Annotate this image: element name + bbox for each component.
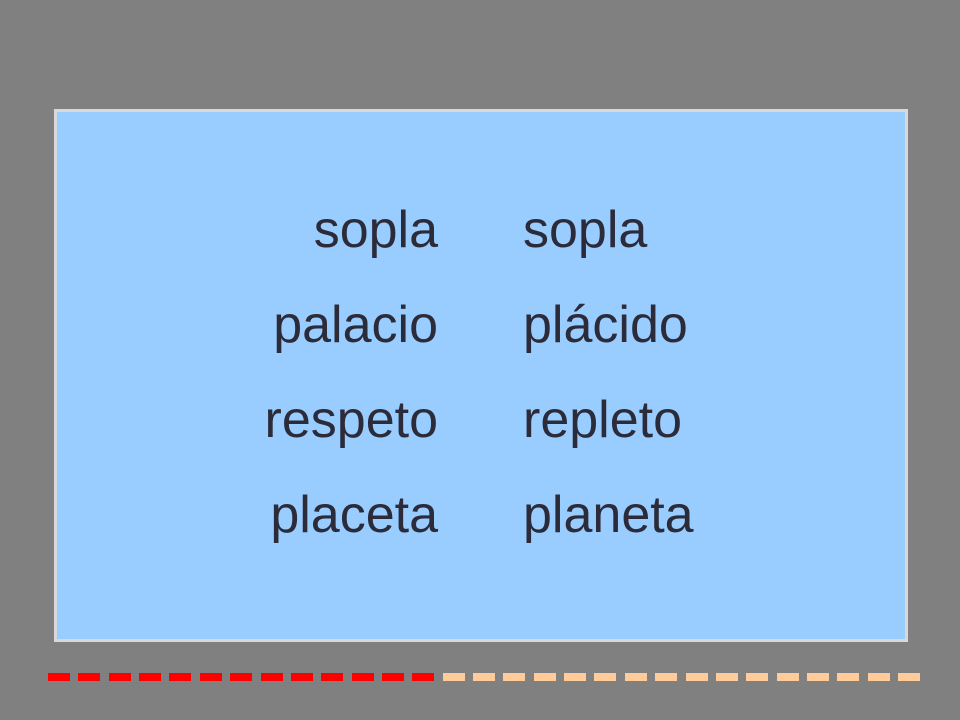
progress-dash-remaining — [776, 673, 799, 681]
progress-dash-completed — [108, 673, 131, 681]
progress-dash-remaining — [624, 673, 647, 681]
progress-dash-completed — [351, 673, 374, 681]
left-word-1: sopla — [313, 201, 438, 259]
progress-dash-remaining — [715, 673, 738, 681]
progress-dash-completed — [169, 673, 192, 681]
progress-dash-completed — [321, 673, 344, 681]
progress-dash-remaining — [503, 673, 526, 681]
progress-dash-remaining — [685, 673, 708, 681]
right-word-2: plácido — [523, 296, 688, 354]
progress-dash-bar — [48, 673, 920, 681]
progress-dash-remaining — [564, 673, 587, 681]
progress-dash-remaining — [655, 673, 678, 681]
right-word-4: planeta — [523, 486, 694, 544]
progress-dash-remaining — [533, 673, 556, 681]
progress-dash-remaining — [746, 673, 769, 681]
progress-dash-completed — [412, 673, 435, 681]
right-word-1: sopla — [523, 201, 648, 259]
progress-dash-completed — [139, 673, 162, 681]
left-word-4: placeta — [270, 486, 438, 544]
right-word-3: repleto — [523, 391, 682, 449]
progress-dash-remaining — [442, 673, 465, 681]
progress-dash-completed — [48, 673, 70, 681]
progress-dash-completed — [78, 673, 101, 681]
progress-dash-completed — [290, 673, 313, 681]
progress-dash-completed — [381, 673, 404, 681]
left-word-2: palacio — [273, 296, 438, 354]
progress-dash-remaining — [898, 673, 920, 681]
progress-dash-remaining — [867, 673, 890, 681]
progress-dash-remaining — [806, 673, 829, 681]
progress-dash-completed — [260, 673, 283, 681]
progress-dash-completed — [199, 673, 222, 681]
word-pairs-panel: sopla sopla palacio plácido respeto repl… — [54, 109, 908, 642]
progress-dash-remaining — [594, 673, 617, 681]
left-word-3: respeto — [264, 391, 438, 449]
progress-dash-remaining — [473, 673, 495, 681]
progress-dash-remaining — [837, 673, 860, 681]
progress-dash-completed — [230, 673, 253, 681]
